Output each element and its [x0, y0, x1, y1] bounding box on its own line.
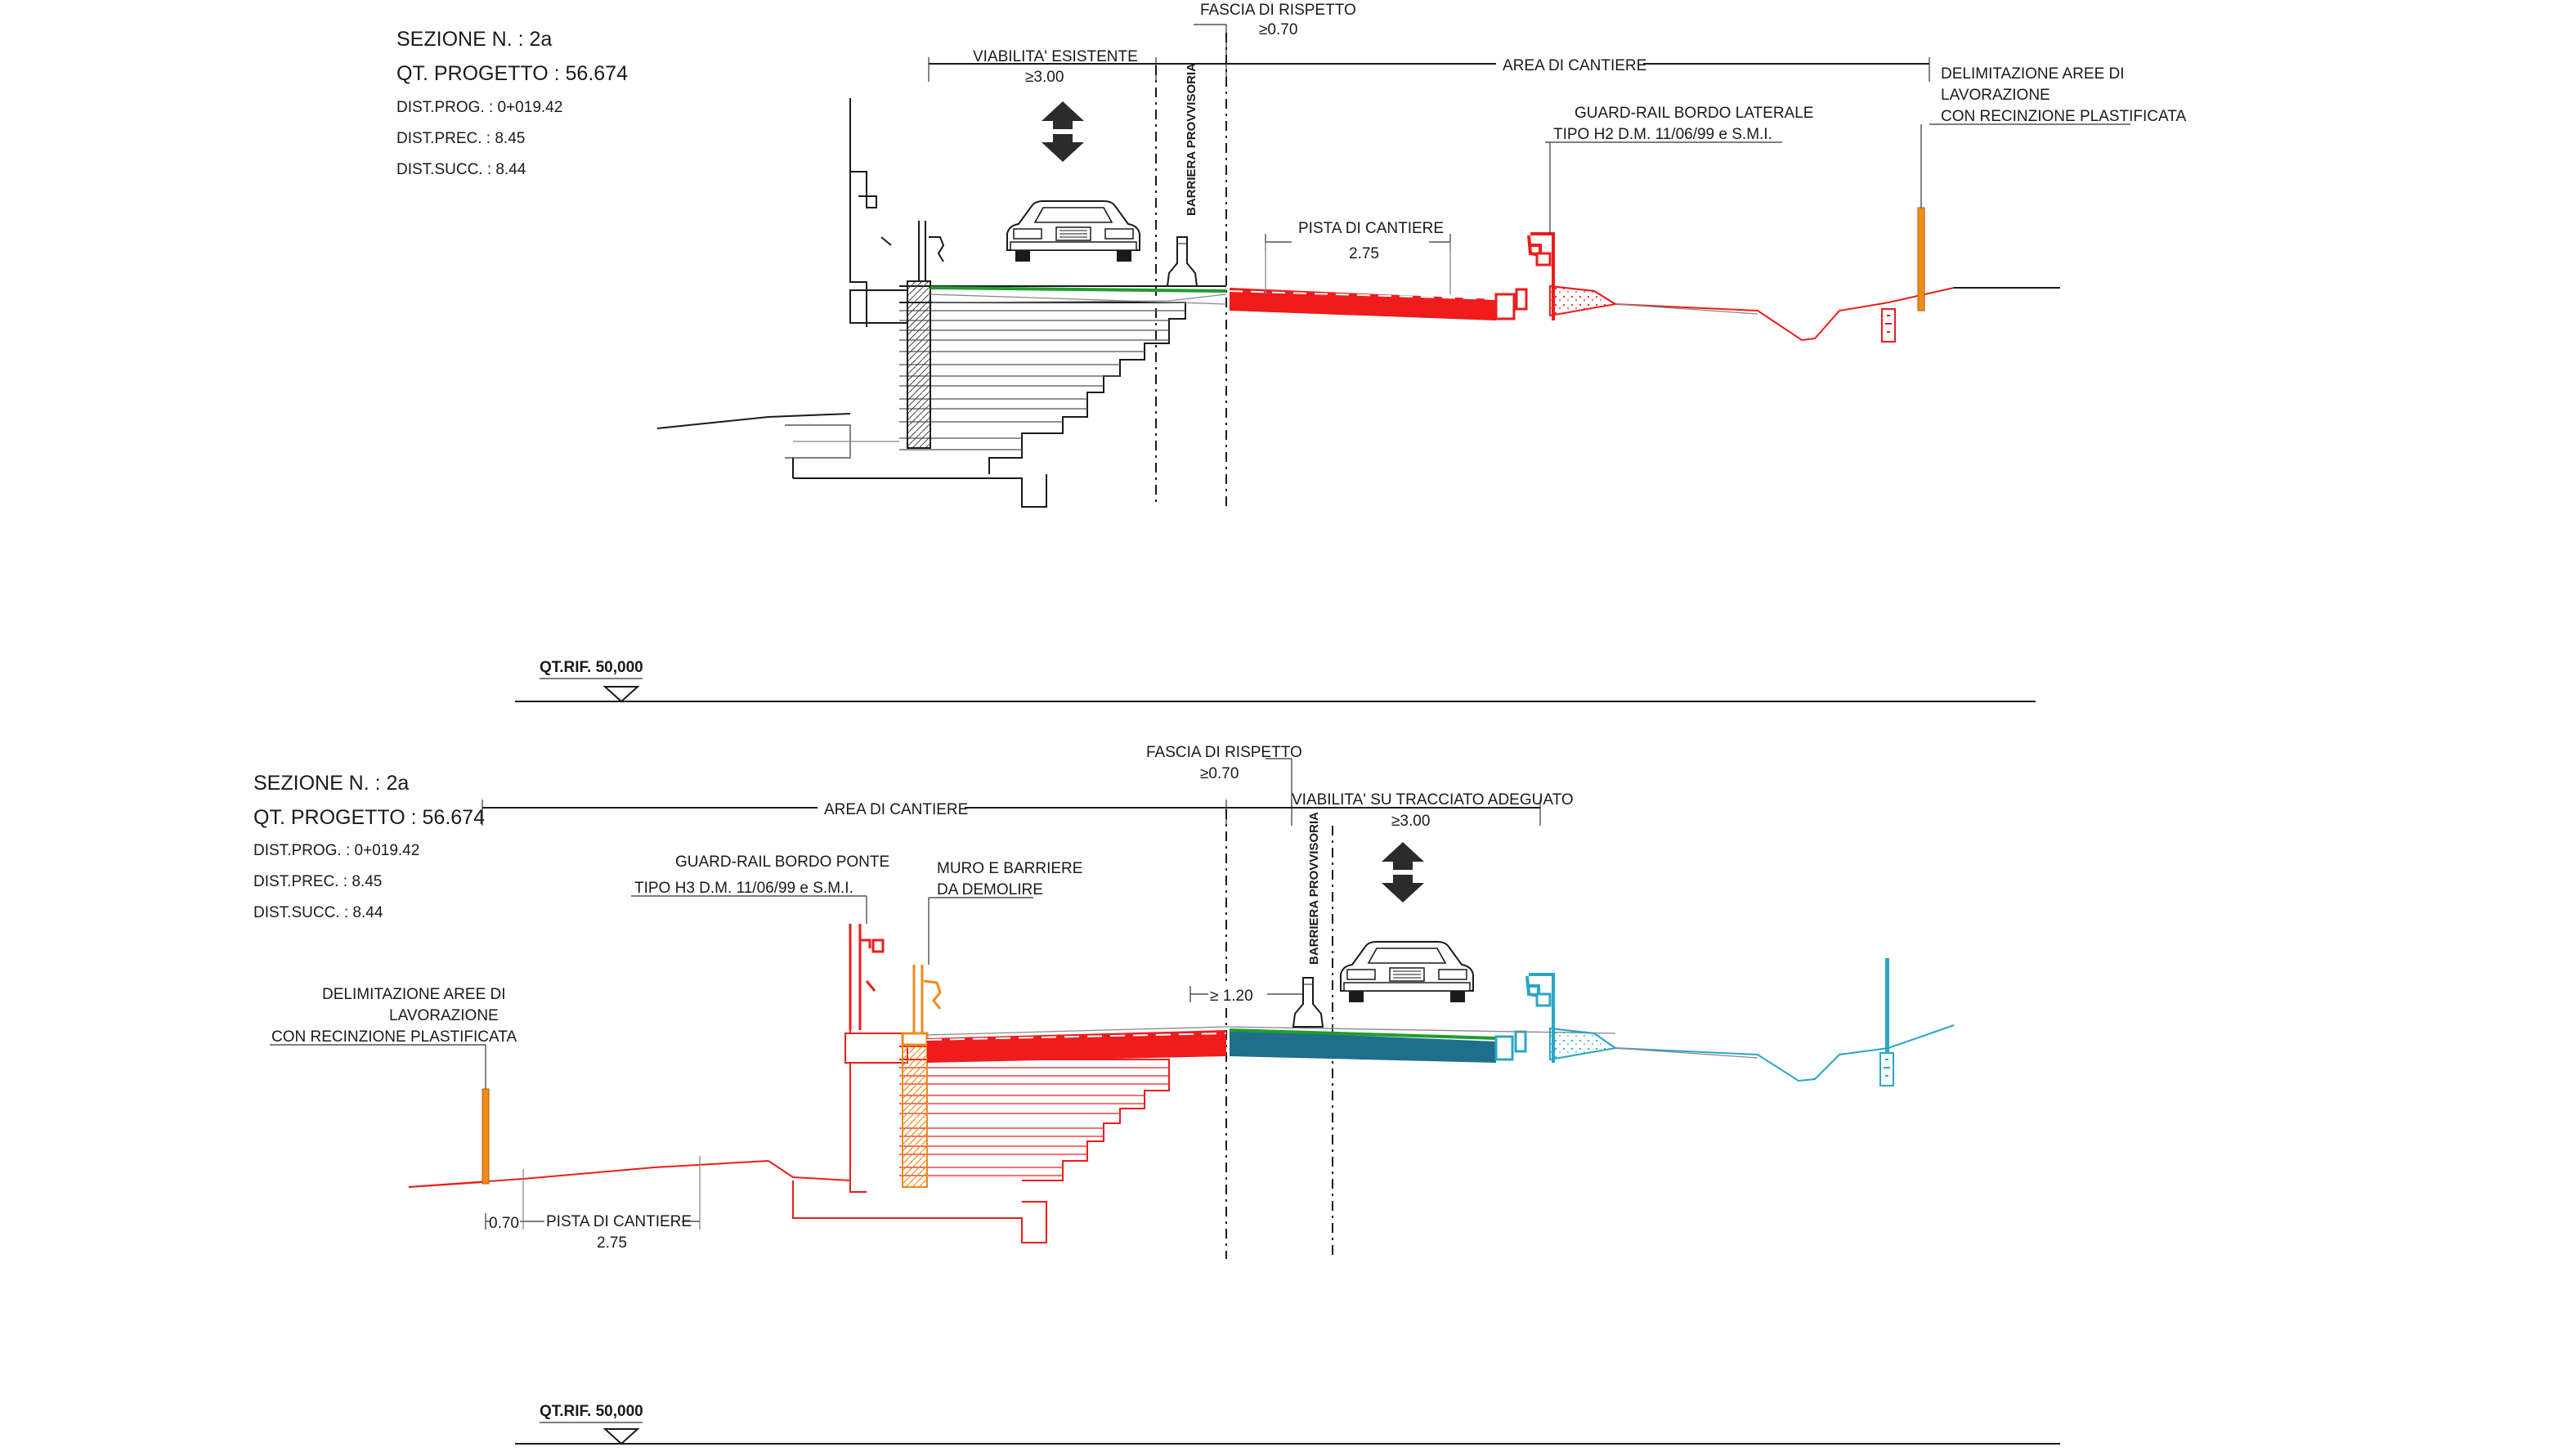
dist-prog: DIST.PROG. : 0+019.42	[253, 842, 419, 859]
project-quota: QT. PROGETTO : 56.674	[253, 806, 485, 829]
reference-level-triangle-icon	[603, 686, 640, 703]
dist-prec: DIST.PREC. : 8.45	[253, 873, 382, 890]
barriera-provvisoria-label: BARRIERA PROVVISORIA	[1307, 812, 1321, 965]
fascia-label: FASCIA DI RISPETTO	[1146, 744, 1302, 761]
qt-rif-label: QT.RIF. 50,000	[540, 659, 643, 676]
viabilita-value: ≥3.00	[1391, 813, 1430, 830]
car-icon	[1340, 941, 1474, 1003]
guardrail-label-1: GUARD-RAIL BORDO LATERALE	[1575, 105, 1813, 122]
barriera-provvisoria-label: BARRIERA PROVVISORIA	[1185, 63, 1198, 216]
delim-label-1: DELIMITAZIONE AREE DI	[1941, 65, 2125, 83]
car-icon	[1006, 200, 1140, 262]
section-top: SEZIONE N. : 2a QT. PROGETTO : 56.674 DI…	[396, 2, 2186, 703]
two-way-traffic-arrows-icon	[1042, 101, 1084, 162]
viabilita-value: ≥3.00	[1025, 69, 1064, 86]
guardrail-label-1: GUARD-RAIL BORDO PONTE	[675, 853, 889, 871]
fascia-value: ≥0.70	[1259, 21, 1297, 38]
delim-label-1: DELIMITAZIONE AREE DI	[322, 986, 506, 1003]
new-road-surface	[1229, 1028, 1497, 1040]
guardrail-label-2: TIPO H2 D.M. 11/06/99 e S.M.I.	[1553, 126, 1772, 143]
fence-post-icon	[482, 1088, 490, 1185]
temporary-barrier-icon	[1292, 977, 1324, 1028]
muro-label-2: DA DEMOLIRE	[937, 881, 1043, 898]
area-cantiere-label: AREA DI CANTIERE	[1503, 57, 1646, 74]
gap-value: ≥ 1.20	[1210, 988, 1253, 1005]
qt-rif-label: QT.RIF. 50,000	[540, 1403, 643, 1420]
pista-value: 2.75	[1349, 245, 1379, 262]
viabilita-label: VIABILITA' ESISTENTE	[973, 48, 1138, 65]
pista-label: PISTA DI CANTIERE	[546, 1213, 692, 1230]
project-quota: QT. PROGETTO : 56.674	[396, 62, 628, 85]
reference-level-triangle-icon	[603, 1428, 640, 1445]
section-bottom: SEZIONE N. : 2a QT. PROGETTO : 56.674 DI…	[253, 744, 2060, 1445]
pista-value: 2.75	[597, 1234, 627, 1252]
gap-left-value: 0.70	[489, 1215, 519, 1232]
dist-prec: DIST.PREC. : 8.45	[396, 130, 525, 147]
orange-barrier-to-demolish	[901, 965, 942, 1046]
delim-label-3: CON RECINZIONE PLASTIFICATA	[1941, 108, 2186, 125]
two-way-traffic-arrows-icon	[1382, 842, 1424, 903]
area-cantiere-label: AREA DI CANTIERE	[824, 801, 968, 818]
fascia-value: ≥0.70	[1200, 765, 1239, 782]
guardrail-label-2: TIPO H3 D.M. 11/06/99 e S.M.I.	[634, 880, 853, 897]
dimension-lines-bottom	[482, 758, 1541, 826]
viabilita-label: VIABILITA' SU TRACCIATO ADEGUATO	[1292, 791, 1574, 809]
bridge-structure-bottom	[408, 924, 1226, 1243]
fascia-label: FASCIA DI RISPETTO	[1200, 2, 1356, 19]
guard-rail-icon	[1527, 232, 1555, 320]
guard-rail-icon	[1525, 973, 1555, 1063]
dist-succ: DIST.SUCC. : 8.44	[396, 161, 526, 178]
red-slab-top	[1230, 288, 1496, 320]
dimension-lines-top	[928, 24, 1930, 82]
demolish-column	[902, 1042, 928, 1188]
dist-prog: DIST.PROG. : 0+019.42	[396, 99, 562, 116]
temporary-barrier-icon	[1167, 236, 1198, 287]
delim-label-2: LAVORAZIONE	[389, 1007, 499, 1024]
pista-label: PISTA DI CANTIERE	[1298, 220, 1444, 237]
section-number: SEZIONE N. : 2a	[253, 772, 409, 795]
new-slab	[1230, 1030, 1496, 1063]
delim-label-3: CON RECINZIONE PLASTIFICATA	[271, 1028, 517, 1046]
existing-road-surface	[930, 286, 1227, 293]
fence-post-icon	[1879, 958, 1894, 1086]
dist-succ: DIST.SUCC. : 8.44	[253, 904, 383, 921]
delim-label-2: LAVORAZIONE	[1941, 87, 2050, 104]
muro-label-1: MURO E BARRIERE	[937, 860, 1082, 877]
section-number: SEZIONE N. : 2a	[396, 28, 552, 51]
fence-post-icon	[1881, 207, 1925, 343]
